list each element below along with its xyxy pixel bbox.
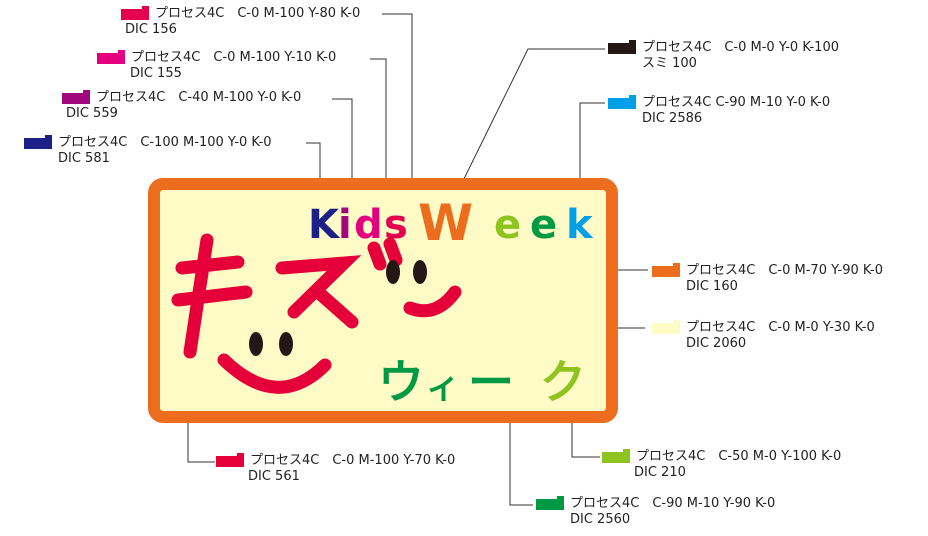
spec-green2560: プロセス4C C-90 M-10 Y-90 K-0 [570,496,776,511]
letter-e1: e [494,202,521,248]
letter-i: i [338,202,352,248]
letter-e2: e [530,202,557,248]
spec-red156: プロセス4C C-0 M-100 Y-80 K-0 [155,6,361,21]
callout-green2560: プロセス4C C-90 M-10 Y-90 K-0 DIC 2560 [536,495,776,528]
smile-mouth [217,353,332,394]
eye-3 [386,260,400,284]
line-pink155 [370,58,387,192]
swatch-orange160 [652,262,680,277]
letter-d: d [354,202,383,248]
katakana-week: ウ ィ ー ク [378,355,586,409]
week-word: W e e k [418,194,594,252]
code-purple559: DIC 559 [66,106,118,121]
eye-4 [413,260,427,284]
zu-stroke-tail [311,285,359,329]
eye-2 [279,332,293,356]
code-pink155: DIC 155 [130,66,182,81]
kana-u: ウ [378,355,424,409]
ki-stroke-3 [183,233,214,359]
ki-stroke-2 [171,285,253,307]
spec-navy581: プロセス4C C-100 M-100 Y-0 K-0 [58,135,272,150]
code-lime210: DIC 210 [634,465,686,480]
spec-purple559: プロセス4C C-40 M-100 Y-0 K-0 [96,90,302,105]
dakuten-2 [383,237,403,267]
smile-right [403,285,462,318]
swatch-cream2060 [652,319,680,334]
line-navy581 [306,142,321,192]
code-cyan2586: DIC 2586 [642,111,703,126]
kana-i: ィ [426,367,460,407]
callout-cream2060: プロセス4C C-0 M-0 Y-30 K-0 DIC 2060 [652,319,875,352]
swatch-lime210 [602,448,630,463]
callout-red561: プロセス4C C-0 M-100 Y-70 K-0 DIC 561 [216,452,456,485]
callout-cyan2586: プロセス4C C-90 M-10 Y-0 K-0 DIC 2586 [608,94,831,127]
dakuten-1 [367,241,387,271]
spec-orange160: プロセス4C C-0 M-70 Y-90 K-0 [686,263,883,278]
code-red561: DIC 561 [248,469,300,484]
callout-purple559: プロセス4C C-40 M-100 Y-0 K-0 DIC 559 [62,89,302,122]
letter-k: k [566,202,594,248]
line-purple559 [332,98,353,192]
swatch-red156 [121,5,149,20]
swatch-red561 [216,452,244,467]
code-green2560: DIC 2560 [570,512,631,527]
swatch-green2560 [536,495,564,510]
kanji-kizzu-lettering [171,233,462,394]
letter-W: W [418,194,473,252]
code-navy581: DIC 581 [58,151,110,166]
eye-1 [249,332,263,356]
eyes [249,260,427,356]
spec-red561: プロセス4C C-0 M-100 Y-70 K-0 [250,453,456,468]
callout-black100: プロセス4C C-0 M-0 Y-0 K-100 スミ 100 [608,39,839,72]
badge-frame [148,178,618,423]
code-orange160: DIC 160 [686,279,738,294]
swatch-navy581 [24,134,52,149]
swatch-purple559 [62,89,90,104]
swatch-black100 [608,39,636,54]
callout-red156: プロセス4C C-0 M-100 Y-80 K-0 DIC 156 [121,5,361,38]
line-cyan2586 [579,102,605,210]
swatch-pink155 [97,49,125,64]
zu-stroke-top [275,255,362,319]
spec-lime210: プロセス4C C-50 M-0 Y-100 K-0 [636,449,842,464]
kana-bar: ー [468,355,514,409]
code-black100: スミ 100 [642,56,697,71]
swatch-cyan2586 [608,94,636,109]
code-red156: DIC 156 [125,22,177,37]
kana-ku: ク [540,355,586,409]
spec-cyan2586: プロセス4C C-90 M-10 Y-0 K-0 [642,95,831,110]
spec-black100: プロセス4C C-0 M-0 Y-0 K-100 [642,40,839,55]
kids-word: K i d s [308,202,408,248]
code-cream2060: DIC 2060 [686,336,747,351]
callout-pink155: プロセス4C C-0 M-100 Y-10 K-0 DIC 155 [97,49,337,82]
letter-K: K [308,202,341,248]
callout-lime210: プロセス4C C-50 M-0 Y-100 K-0 DIC 210 [602,448,842,481]
callout-orange160: プロセス4C C-0 M-70 Y-90 K-0 DIC 160 [652,262,883,295]
spec-pink155: プロセス4C C-0 M-100 Y-10 K-0 [131,50,337,65]
spec-cream2060: プロセス4C C-0 M-0 Y-30 K-0 [686,320,875,335]
letter-s: s [384,202,408,248]
ki-stroke-1 [175,255,245,275]
callout-navy581: プロセス4C C-100 M-100 Y-0 K-0 DIC 581 [24,134,272,167]
line-red156 [382,13,413,192]
